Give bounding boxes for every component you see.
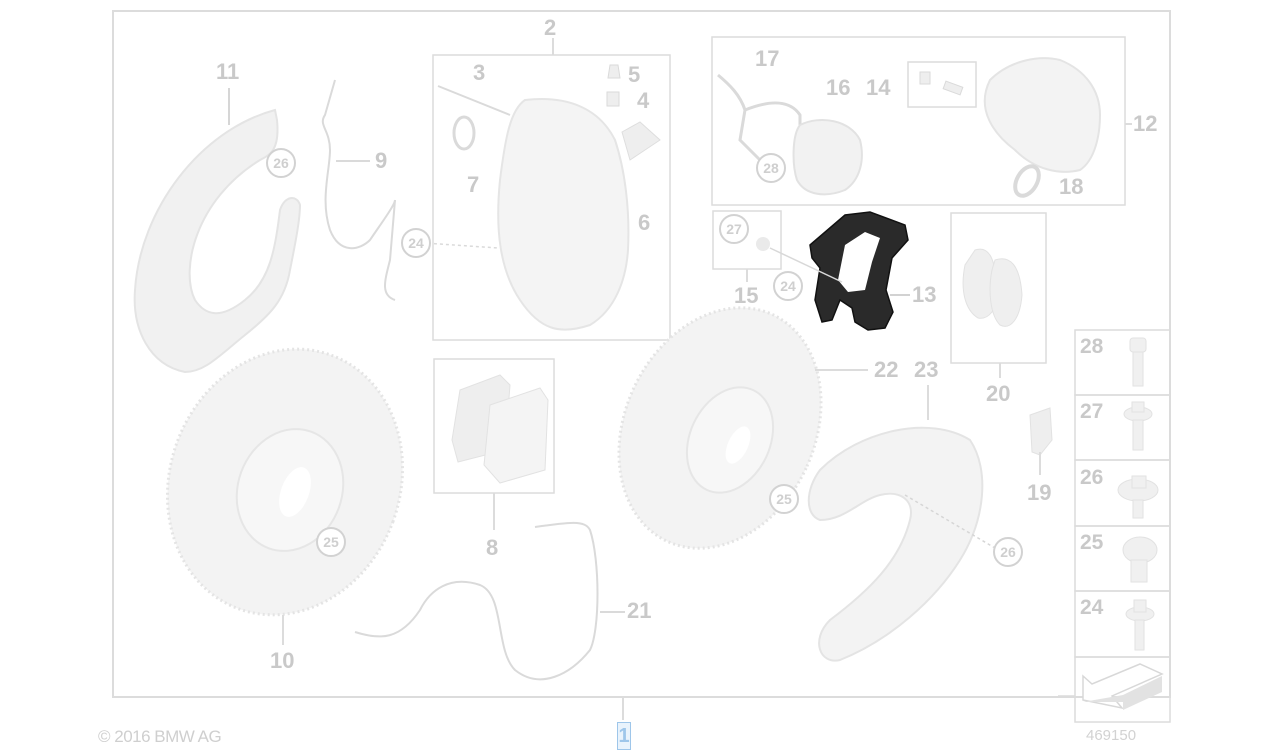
part-13-caliper-carrier[interactable] <box>769 211 910 331</box>
callout-2[interactable]: 2 <box>544 15 557 40</box>
circled-ref-26-right[interactable]: 26 <box>993 537 1023 567</box>
part-19-clip[interactable] <box>1029 407 1053 456</box>
bolt-24-icon <box>1125 599 1155 651</box>
circled-ref-28[interactable]: 28 <box>756 153 786 183</box>
callout-3[interactable]: 3 <box>473 60 486 85</box>
callout-10[interactable]: 10 <box>270 648 295 673</box>
legend-number-26[interactable]: 26 <box>1080 466 1104 489</box>
legend-number-25[interactable]: 25 <box>1080 531 1104 554</box>
legend-number-28[interactable]: 28 <box>1080 335 1104 358</box>
circled-ref-27[interactable]: 27 <box>719 214 749 244</box>
bolt-27-icon <box>1123 401 1153 451</box>
part-11-dust-shield[interactable] <box>133 88 302 374</box>
callout-19[interactable]: 19 <box>1027 480 1052 505</box>
callout-21[interactable]: 21 <box>627 598 652 623</box>
callout-7[interactable]: 7 <box>467 172 480 197</box>
part-21-wear-sensor[interactable] <box>354 521 625 681</box>
bolt-25-icon <box>1122 536 1158 583</box>
callout-1-page-number[interactable]: 1 <box>617 722 631 750</box>
part-9-wear-sensor[interactable] <box>321 79 396 301</box>
part-22-brake-disc[interactable] <box>581 275 868 582</box>
part-12-group-frame <box>711 36 1126 206</box>
callout-14[interactable]: 14 <box>866 75 891 100</box>
callout-17[interactable]: 17 <box>755 46 780 71</box>
callout-23[interactable]: 23 <box>914 357 939 382</box>
part-2-group-frame <box>432 54 671 341</box>
callout-12[interactable]: 12 <box>1133 111 1158 136</box>
callout-15[interactable]: 15 <box>734 283 759 308</box>
callout-13[interactable]: 13 <box>912 282 937 307</box>
copyright-text: © 2016 BMW AG <box>98 727 222 746</box>
diagram-id: 469150 <box>1086 727 1137 744</box>
part-17-bracket[interactable] <box>717 73 802 162</box>
part-20-rear-brake-pads[interactable] <box>962 248 1023 327</box>
callout-20[interactable]: 20 <box>986 381 1011 406</box>
circled-ref-24[interactable]: 24 <box>401 228 431 258</box>
legend-number-24[interactable]: 24 <box>1080 596 1104 619</box>
circled-ref-26[interactable]: 26 <box>266 148 296 178</box>
part-15-cap[interactable] <box>756 237 770 251</box>
callout-8[interactable]: 8 <box>486 535 499 560</box>
part-12-rear-caliper[interactable] <box>983 57 1102 200</box>
circled-ref-25-right[interactable]: 25 <box>769 484 799 514</box>
part-2-brake-caliper[interactable] <box>409 64 661 331</box>
callout-9[interactable]: 9 <box>375 148 388 173</box>
bolt-26-icon <box>1117 475 1159 519</box>
part-16-actuator[interactable] <box>792 119 863 196</box>
part-14-group-frame <box>907 61 977 108</box>
callout-18[interactable]: 18 <box>1059 174 1084 199</box>
legend-number-27[interactable]: 27 <box>1080 400 1104 423</box>
callout-11[interactable]: 11 <box>216 59 240 84</box>
part-20-group-frame <box>950 212 1047 364</box>
callout-16[interactable]: 16 <box>826 75 851 100</box>
circled-ref-25-left[interactable]: 25 <box>316 527 346 557</box>
circled-ref-24-mid[interactable]: 24 <box>773 271 803 301</box>
fastener-legend <box>1074 329 1171 723</box>
callout-4[interactable]: 4 <box>637 88 650 113</box>
next-page-arrow-icon[interactable] <box>1082 663 1164 710</box>
part-14-bleeder-valve[interactable] <box>919 71 964 96</box>
callout-5[interactable]: 5 <box>628 62 641 87</box>
bolt-28-icon <box>1129 337 1147 387</box>
callout-6[interactable]: 6 <box>638 210 651 235</box>
part-8-front-brake-pads[interactable] <box>451 374 549 484</box>
callout-22[interactable]: 22 <box>874 357 899 382</box>
part-23-dust-shield[interactable] <box>807 385 996 662</box>
